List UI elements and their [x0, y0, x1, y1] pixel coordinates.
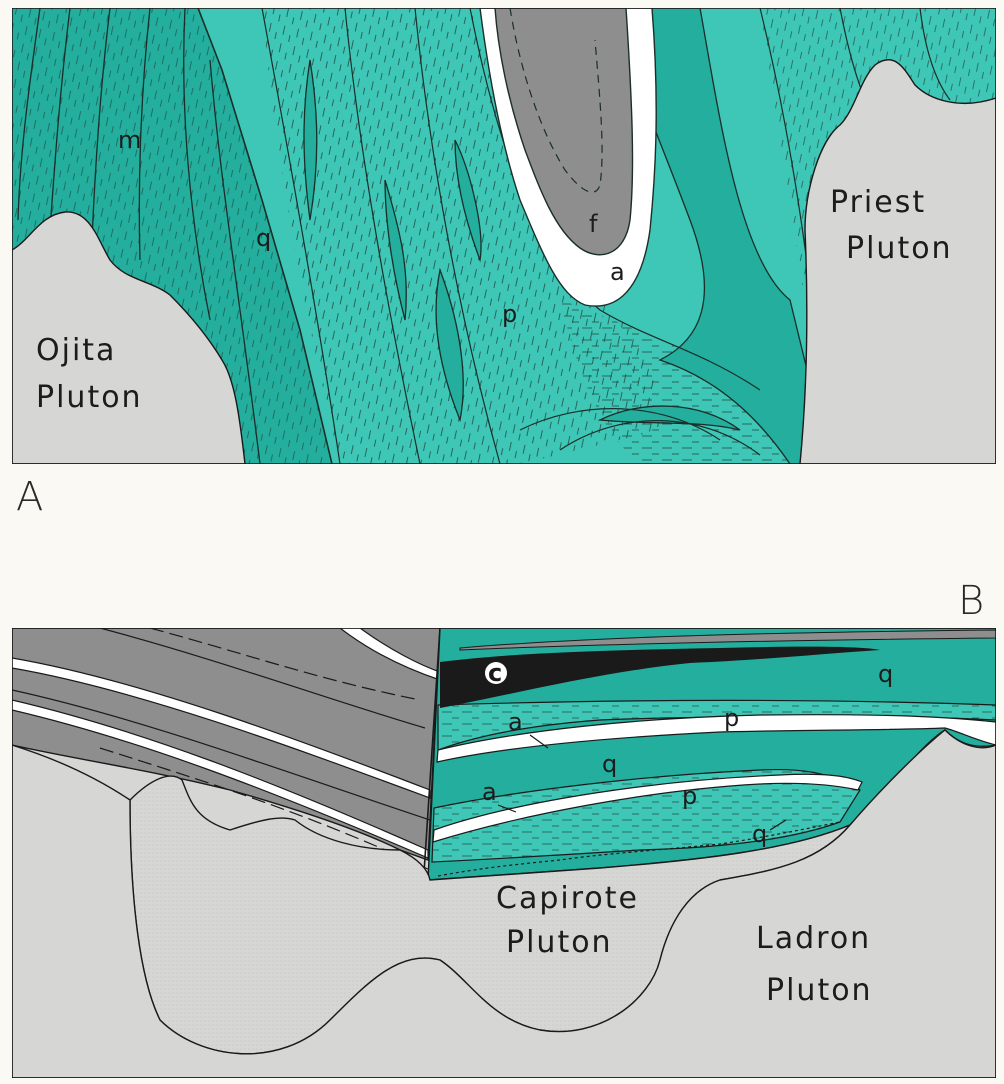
unit-q-mid-label: q [602, 750, 617, 778]
ojita-pluton-label-1: Ojita [36, 333, 116, 368]
ladron-pluton-label-2: Pluton [766, 973, 873, 1008]
panel-a-label: A [16, 474, 43, 520]
unit-f-label: f [589, 210, 598, 238]
capirote-pluton-label-1: Capirote [496, 881, 639, 916]
unit-p-label: p [502, 300, 517, 328]
priest-pluton-label-2: Pluton [846, 231, 953, 266]
unit-p-upper-label: p [724, 704, 739, 732]
unit-q-label: q [256, 224, 271, 252]
priest-pluton-label-1: Priest [830, 185, 926, 220]
unit-q-top-label: q [878, 660, 893, 688]
unit-c-label: c [488, 659, 502, 687]
capirote-pluton-label-2: Pluton [506, 925, 613, 960]
panel-b-section [12, 628, 996, 1078]
unit-a-upper-label: a [508, 708, 523, 736]
unit-a-label: a [610, 258, 625, 286]
ladron-pluton-label-1: Ladron [756, 921, 871, 956]
unit-p-lower-label: p [682, 782, 697, 810]
ojita-pluton-label-2: Pluton [36, 380, 143, 415]
panel-b-label: B [958, 578, 984, 624]
unit-m-label: m [118, 126, 141, 154]
unit-q-lower-label: q [752, 820, 767, 848]
unit-a-lower-label: a [482, 778, 497, 806]
